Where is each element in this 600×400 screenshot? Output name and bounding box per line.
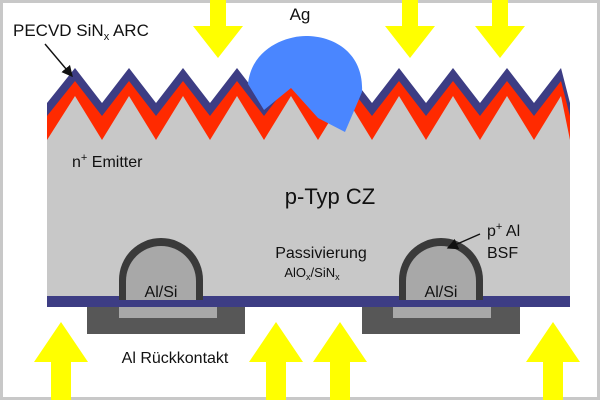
contact-foot-right (393, 307, 491, 318)
passivation-title: Passivierung (275, 245, 367, 262)
back-contact-label: Al Rückkontakt (122, 350, 229, 367)
silver-contact (248, 35, 363, 132)
passivation-formula: AlOx/SiNx (284, 265, 340, 282)
light-arrow-top-1 (193, 0, 243, 58)
al-si-region-left (126, 246, 196, 300)
bsf-pointer (446, 233, 481, 250)
rear-passivation (47, 296, 570, 307)
contact-foot-left (119, 307, 217, 318)
substrate-label: p-Typ CZ (285, 184, 375, 209)
light-arrow-bottom-3 (313, 322, 367, 400)
bsf-label-line2: BSF (487, 245, 518, 262)
arc-pointer (44, 43, 73, 78)
al-si-label-left: Al/Si (145, 284, 178, 301)
light-arrow-top-3 (475, 0, 525, 58)
bsf-label: p+ Al (487, 221, 520, 240)
local-contact-left (119, 238, 217, 318)
light-arrow-top-2 (385, 0, 435, 58)
al-si-label-right: Al/Si (425, 284, 458, 301)
local-contact-right (393, 238, 491, 318)
ag-label: Ag (290, 5, 311, 24)
emitter-label: n+ Emitter (72, 152, 143, 171)
arc-label: PECVD SiNx ARC (13, 21, 149, 43)
light-arrow-bottom-2 (249, 322, 303, 400)
light-arrow-bottom-1 (34, 322, 88, 400)
al-si-region-right (406, 246, 476, 300)
light-arrow-bottom-4 (526, 322, 580, 400)
